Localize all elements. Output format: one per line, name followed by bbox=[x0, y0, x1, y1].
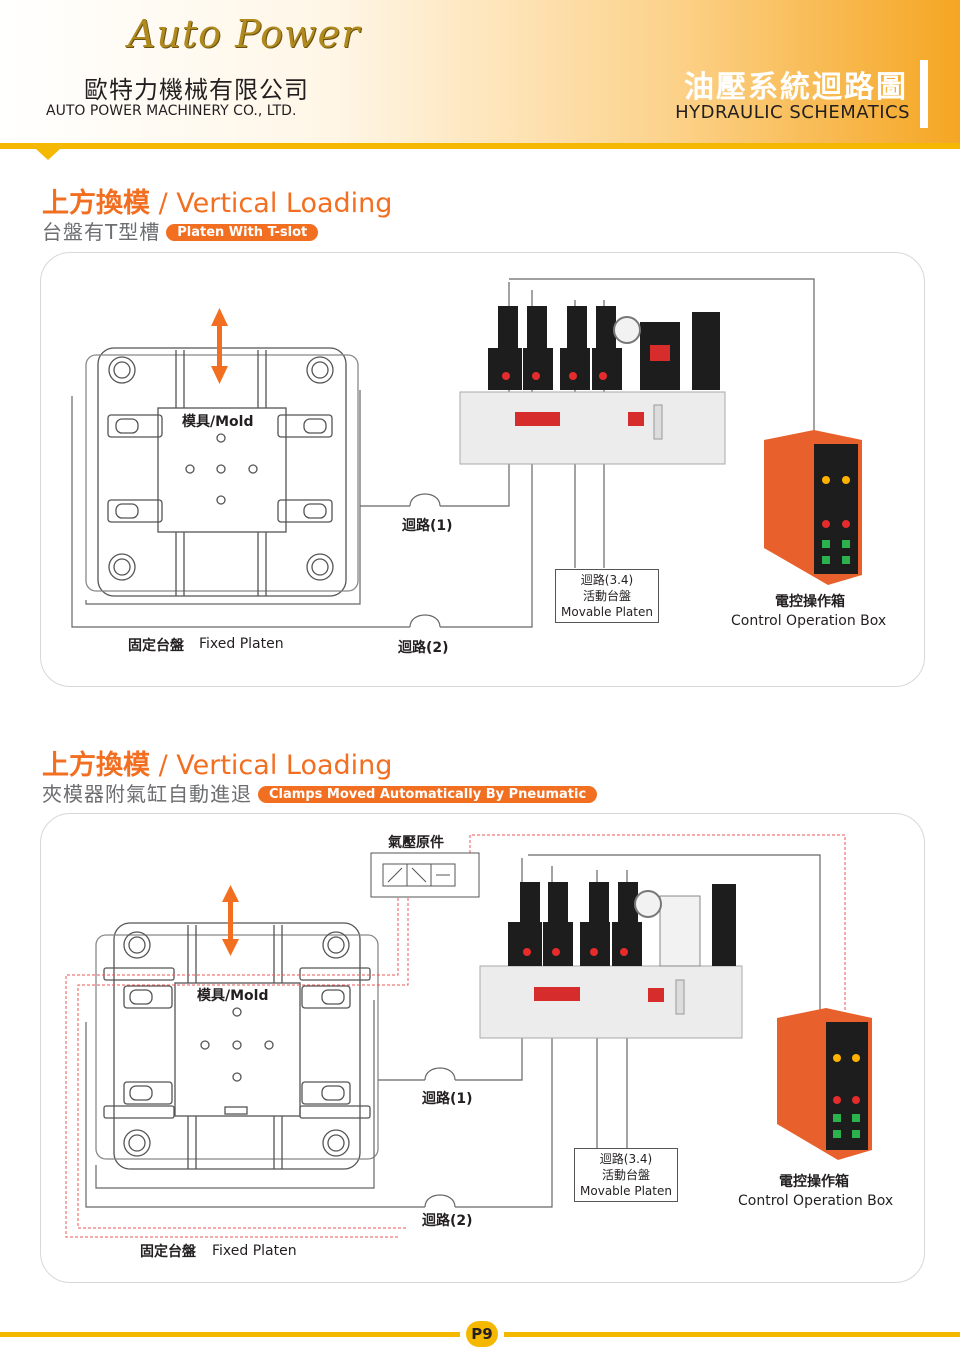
page-header: Auto Power 歐特力機械有限公司 AUTO POWER MACHINER… bbox=[0, 0, 960, 145]
footer-line-left bbox=[0, 1332, 460, 1337]
page-title-en: HYDRAULIC SCHEMATICS bbox=[675, 102, 910, 123]
movable-platen-en-2: Movable Platen bbox=[580, 1184, 672, 1198]
diagram1-platen bbox=[85, 347, 359, 597]
diagram1-arrow bbox=[211, 308, 228, 384]
company-name-zh: 歐特力機械有限公司 bbox=[84, 76, 309, 104]
brand-logo: Auto Power bbox=[128, 12, 361, 56]
page-number: P9 bbox=[466, 1321, 498, 1347]
section1-subtitle: 台盤有T型槽 Platen With T-slot bbox=[42, 216, 319, 245]
pneumatic-label: 氣壓原件 bbox=[388, 835, 444, 851]
section2-subtitle: 夾模器附氣缸自動進退 Clamps Moved Automatically By … bbox=[42, 778, 598, 807]
header-notch bbox=[36, 149, 60, 160]
section2-title: 上方換模 / Vertical Loading bbox=[42, 743, 392, 782]
control-box-1-graphic bbox=[764, 430, 862, 585]
section2-title-en: / Vertical Loading bbox=[150, 750, 393, 781]
title-accent-bar bbox=[920, 60, 928, 128]
control-box-zh-1: 電控操作箱 bbox=[775, 594, 845, 610]
movable-platen-zh-2: 活動台盤 bbox=[601, 1168, 650, 1182]
hydraulic-unit-2-graphic bbox=[479, 882, 743, 1039]
control-box-en-1: Control Operation Box bbox=[731, 613, 887, 629]
hydraulic-unit-1-graphic bbox=[459, 306, 726, 465]
circuit34-text-1: 迴路(3.4) bbox=[580, 573, 634, 587]
fixed-platen-en-1: Fixed Platen bbox=[199, 636, 284, 652]
section2-subtitle-zh: 夾模器附氣缸自動進退 bbox=[42, 782, 252, 806]
circuit1-label-2: 迴路(1) bbox=[422, 1091, 473, 1107]
movable-platen-zh-1: 活動台盤 bbox=[582, 589, 631, 603]
section1-title: 上方換模 / Vertical Loading bbox=[42, 181, 392, 220]
circuit34-text-2: 迴路(3.4) bbox=[599, 1152, 653, 1166]
circuit1-label-1: 迴路(1) bbox=[402, 518, 453, 534]
pneumatic-valve-graphic bbox=[370, 852, 480, 898]
circuit2-label-1: 迴路(2) bbox=[398, 640, 449, 656]
section2-title-zh: 上方換模 bbox=[42, 750, 150, 781]
fixed-platen-en-2: Fixed Platen bbox=[212, 1243, 297, 1259]
fixed-platen-zh-1: 固定台盤 bbox=[128, 638, 184, 654]
page-title-zh: 油壓系統迴路圖 bbox=[684, 70, 908, 105]
movable-platen-en-1: Movable Platen bbox=[561, 605, 653, 619]
control-box-2-graphic bbox=[777, 1008, 872, 1160]
footer-line-right bbox=[504, 1332, 960, 1337]
mold-label-2: 模具/Mold bbox=[197, 988, 269, 1004]
control-box-zh-2: 電控操作箱 bbox=[779, 1174, 849, 1190]
diagram2-platen bbox=[95, 922, 379, 1170]
company-name-en: AUTO POWER MACHINERY CO., LTD. bbox=[46, 103, 297, 119]
diagram2-pneumatic-lines bbox=[65, 834, 846, 1238]
control-box-en-2: Control Operation Box bbox=[738, 1193, 894, 1209]
section1-title-zh: 上方換模 bbox=[42, 188, 150, 219]
section1-badge: Platen With T-slot bbox=[166, 224, 319, 241]
movable-platen-label-1: 迴路(3.4) 活動台盤 Movable Platen bbox=[555, 569, 659, 623]
section1-subtitle-zh: 台盤有T型槽 bbox=[42, 220, 161, 244]
section2-badge: Clamps Moved Automatically By Pneumatic bbox=[258, 786, 598, 803]
header-divider bbox=[0, 143, 960, 149]
mold-label-1: 模具/Mold bbox=[182, 414, 254, 430]
circuit2-label-2: 迴路(2) bbox=[422, 1213, 473, 1229]
fixed-platen-zh-2: 固定台盤 bbox=[140, 1244, 196, 1260]
diagram2-arrow bbox=[222, 885, 239, 956]
movable-platen-label-2: 迴路(3.4) 活動台盤 Movable Platen bbox=[574, 1148, 678, 1202]
section1-title-en: / Vertical Loading bbox=[150, 188, 393, 219]
